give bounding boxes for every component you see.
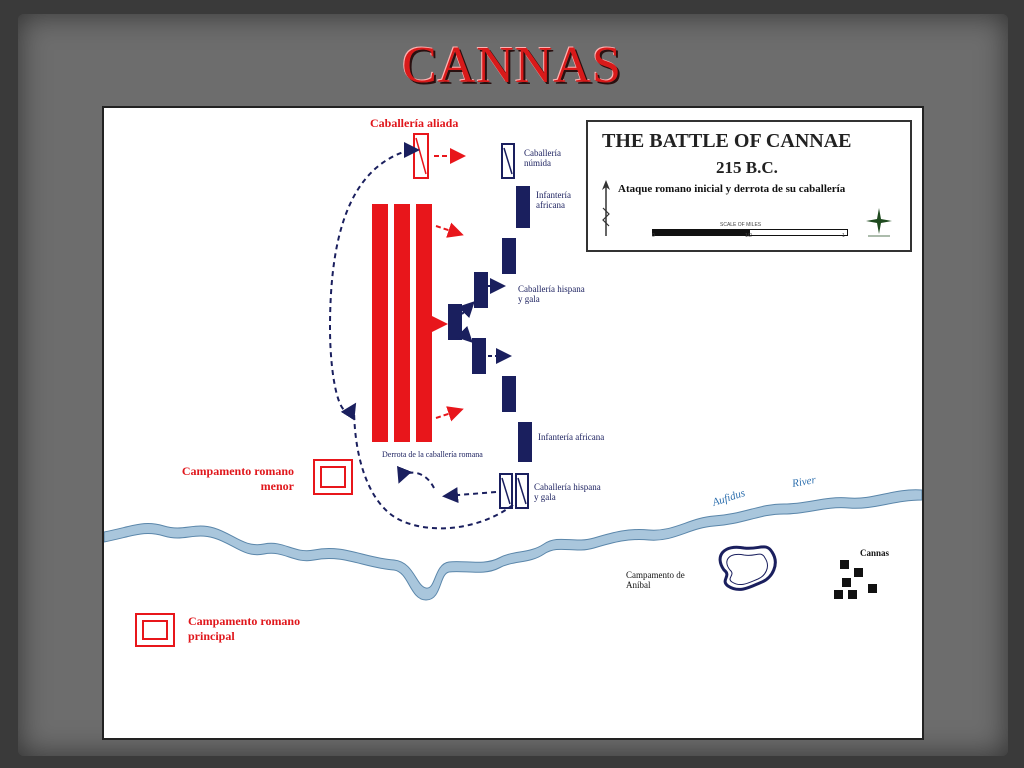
cannas-building [854, 568, 863, 577]
label-caballeria-hispana-top: Caballería hispana y gala [518, 284, 585, 304]
scale-tick: 0 [652, 233, 655, 239]
legend-title: THE BATTLE OF CANNAE [602, 130, 852, 152]
label-infanteria-africana-top: Infantería africana [536, 190, 571, 210]
carthaginian-unit [474, 272, 488, 308]
roman-legion-block [394, 204, 410, 442]
african-infantry [516, 186, 530, 228]
roman-legion-block [416, 204, 432, 442]
legend-subtitle: Ataque romano inicial y derrota de su ca… [618, 183, 846, 195]
cannas-building [868, 584, 877, 593]
legend-date: 215 B.C. [716, 158, 778, 177]
cannas-building [840, 560, 849, 569]
label-campamento-anibal: Campamento de Aníbal [626, 570, 685, 590]
label-cannas: Cannas [860, 548, 890, 558]
label-caballeria-numida: Caballería númida [524, 148, 561, 168]
map-legend: THE BATTLE OF CANNAE 215 B.C. Ataque rom… [586, 120, 912, 252]
carthaginian-unit [472, 338, 486, 374]
label-caballeria-hispana-bottom: Caballería hispana y gala [534, 482, 601, 502]
label-derrota: Derrota de la caballería romana [382, 450, 483, 459]
map-drawing [104, 133, 922, 647]
cannas-building [834, 590, 843, 599]
scale-bar [652, 229, 848, 236]
african-infantry [518, 422, 532, 462]
north-arrow-icon [602, 180, 610, 236]
label-campamento-menor: Campamento romano menor [181, 464, 294, 493]
label-caballeria-aliada: Caballería aliada [370, 116, 459, 130]
slide-title: CANNAS [402, 37, 622, 94]
carthaginian-unit [502, 238, 516, 274]
carthaginian-unit [502, 376, 516, 412]
carthaginian-unit [448, 304, 462, 340]
battle-map: Caballería aliada Caballería númida Infa… [102, 106, 924, 740]
cannas-building [842, 578, 851, 587]
compass-star-icon [866, 208, 892, 237]
cannas-building [848, 590, 857, 599]
label-campamento-principal: Campamento romano principal [188, 614, 301, 643]
aufidus-river [104, 489, 922, 601]
roman-legion-block [372, 204, 388, 442]
scale-tick: 1/2 [745, 233, 752, 239]
scale-caption: SCALE OF MILES [720, 222, 762, 228]
label-infanteria-africana-bottom: Infantería africana [538, 432, 605, 442]
hannibal-camp [718, 545, 777, 591]
scale-tick: 1 [842, 233, 845, 239]
